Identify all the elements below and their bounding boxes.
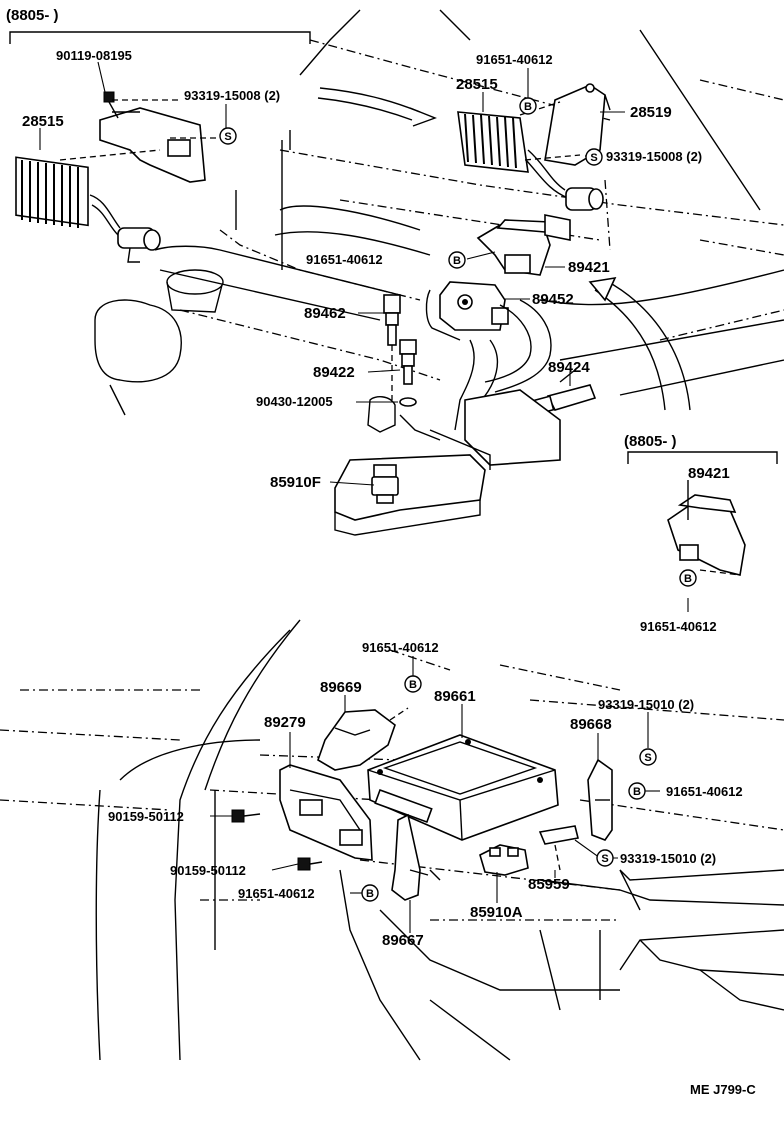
symbol-b-low: B (404, 675, 422, 693)
part-89668-bracket (587, 758, 613, 841)
date-code-right: (8805- ) (624, 433, 677, 450)
vehicle-body-outline-top (94, 9, 784, 416)
label-28515-left: 28515 (22, 113, 64, 130)
label-89661: 89661 (434, 688, 476, 705)
leader-lines (39, 61, 689, 933)
svg-text:B: B (684, 573, 692, 585)
label-91651-40612-top: 91651-40612 (476, 52, 553, 67)
part-89279-bracket (279, 764, 373, 861)
part-89421-right (667, 480, 746, 576)
label-89667: 89667 (382, 932, 424, 949)
label-85910F: 85910F (270, 474, 321, 491)
svg-text:S: S (590, 152, 597, 164)
part-85959 (538, 825, 579, 871)
bracket-28515-left (59, 91, 230, 183)
part-89452 (425, 281, 509, 341)
svg-text:S: S (224, 131, 231, 143)
part-89421-mid (476, 214, 571, 276)
svg-text:B: B (524, 101, 532, 113)
label-90159-50112-b: 90159-50112 (170, 863, 246, 878)
part-90430-12005 (367, 396, 441, 441)
date-bracket-right: (8805- ) (624, 433, 778, 464)
symbol-s-low-a: S (639, 748, 657, 766)
symbol-b-lowright: B (628, 782, 646, 800)
label-93319-15008-tl: 93319-15008 (2) (184, 88, 280, 103)
label-89668: 89668 (570, 716, 612, 733)
label-91651-40612-mid: 91651-40612 (306, 252, 383, 267)
symbol-s-tr: S (585, 148, 603, 166)
label-28515-right: 28515 (456, 76, 498, 93)
label-90119-08195: 90119-08195 (56, 48, 132, 63)
part-89667-bracket (391, 813, 429, 901)
bracket-28519 (519, 83, 611, 166)
hose-and-duct-mid (429, 299, 561, 470)
label-90159-50112-a: 90159-50112 (108, 809, 184, 824)
svg-text:S: S (601, 853, 608, 865)
label-91651-40612-lowleft: 91651-40612 (238, 886, 315, 901)
svg-text:B: B (366, 888, 374, 900)
label-90430-12005: 90430-12005 (256, 394, 333, 409)
part-28515-right (457, 111, 604, 211)
svg-text:B: B (409, 679, 417, 691)
part-89661-ecu (367, 734, 559, 841)
label-89669: 89669 (320, 679, 362, 696)
symbol-b-right: B (679, 569, 697, 587)
part-labels: 90119-08195 93319-15008 (2) 28515 91651-… (22, 48, 756, 1097)
label-28519: 28519 (630, 104, 672, 121)
part-85910F (334, 454, 486, 536)
date-code-top-left: (8805- ) (6, 7, 59, 24)
label-91651-40612-low: 91651-40612 (362, 640, 439, 655)
svg-text:S: S (644, 752, 651, 764)
svg-text:B: B (633, 786, 641, 798)
label-89421-mid: 89421 (568, 259, 610, 276)
part-89462 (383, 294, 401, 400)
symbol-s-low-b: S (596, 849, 614, 867)
diagram-code: ME J799-C (690, 1082, 756, 1097)
vehicle-body-outline-bottom (0, 619, 784, 1061)
label-89452: 89452 (532, 291, 574, 308)
label-89421-right: 89421 (688, 465, 730, 482)
label-91651-40612-right: 91651-40612 (640, 619, 717, 634)
part-85910A (479, 844, 529, 876)
label-85910A: 85910A (470, 904, 523, 921)
symbol-b-lowleft: B (361, 884, 379, 902)
label-93319-15010-a: 93319-15010 (2) (598, 697, 694, 712)
symbol-s-tl: S (219, 127, 237, 145)
label-85959: 85959 (528, 876, 570, 893)
label-89279: 89279 (264, 714, 306, 731)
svg-text:B: B (453, 255, 461, 267)
symbol-b-mid: B (448, 251, 466, 269)
label-91651-40612-lowright: 91651-40612 (666, 784, 743, 799)
label-93319-15010-b: 93319-15010 (2) (620, 851, 716, 866)
label-89462: 89462 (304, 305, 346, 322)
bolts-bottom (231, 809, 323, 871)
label-93319-15008-tr: 93319-15008 (2) (606, 149, 702, 164)
part-89422 (399, 339, 417, 385)
label-89422: 89422 (313, 364, 355, 381)
date-bracket-top-left: (8805- ) (6, 7, 311, 44)
label-89424: 89424 (548, 359, 590, 376)
part-28515-left (15, 156, 161, 263)
symbol-b-top: B (519, 97, 537, 115)
part-89669-bracket (317, 707, 409, 771)
